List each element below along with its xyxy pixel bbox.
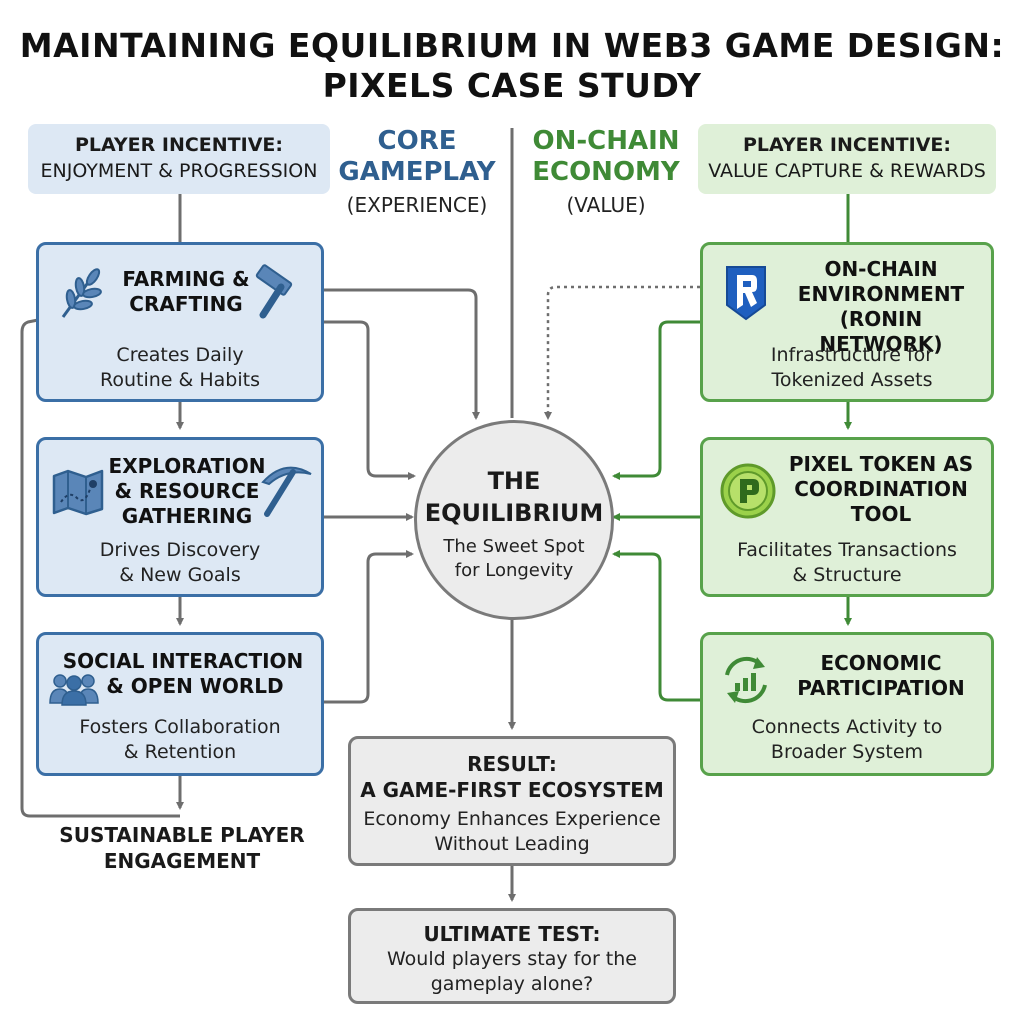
map-icon <box>52 469 104 516</box>
left-feedback-loop <box>20 318 180 818</box>
onchain-economy-line-1: ON-CHAIN <box>532 126 680 156</box>
equilibrium-title-line-1: THE <box>487 467 541 495</box>
left-incentive-line-1: PLAYER INCENTIVE: <box>74 134 283 156</box>
social-title-line-1: SOCIAL INTERACTION <box>62 649 304 673</box>
social-desc: Fosters Collaboration & Retention <box>39 715 321 765</box>
core-gameplay-heading: CORE GAMEPLAY (EXPERIENCE) <box>334 126 500 221</box>
result-box: RESULT: A GAME-FIRST ECOSYSTEM Economy E… <box>348 736 676 866</box>
result-desc-line-1: Economy Enhances Experience <box>363 808 661 830</box>
right-incentive-line-1: PLAYER INCENTIVE: <box>742 134 951 156</box>
result-title-line-1: RESULT: <box>467 752 557 776</box>
pixel-token-title-line-1: PIXEL TOKEN AS <box>788 452 974 476</box>
economic-participation-desc-line-1: Connects Activity to <box>751 716 943 738</box>
equilibrium-sub: The Sweet Spot for Longevity <box>417 535 611 583</box>
equilibrium-title: THE EQUILIBRIUM <box>417 465 611 529</box>
arrow-social-to-center <box>323 550 414 704</box>
arrow-participation-to-center <box>612 550 700 702</box>
economic-participation-title: ECONOMIC PARTICIPATION <box>781 651 981 701</box>
pixel-token-desc-line-1: Facilitates Transactions <box>737 539 957 561</box>
economic-participation-desc: Connects Activity to Broader System <box>703 715 991 765</box>
onchain-environment-title-line-3: (RONIN NETWORK) <box>819 307 943 356</box>
arrow-farming-to-center-1 <box>323 288 480 420</box>
onchain-environment-desc: Infrastructure for Tokenized Assets <box>703 343 991 393</box>
left-incentive-header: PLAYER INCENTIVE: ENJOYMENT & PROGRESSIO… <box>28 124 330 194</box>
social-desc-line-1: Fosters Collaboration <box>79 716 281 738</box>
equilibrium-circle: THE EQUILIBRIUM The Sweet Spot for Longe… <box>414 420 614 620</box>
exploration-title: EXPLORATION & RESOURCE GATHERING <box>107 454 267 529</box>
pixel-coin-icon <box>720 463 776 519</box>
dotted-onchain-to-center <box>544 285 700 420</box>
arrow-farming-to-center-2 <box>323 320 416 480</box>
farming-crafting-desc-line-1: Creates Daily <box>116 344 244 366</box>
ronin-logo-icon <box>726 266 766 321</box>
onchain-environment-desc-line-2: Tokenized Assets <box>771 369 933 391</box>
ultimate-test-title: ULTIMATE TEST: <box>423 922 601 946</box>
social-box: SOCIAL INTERACTION & OPEN WORLD Fosters … <box>36 632 324 776</box>
social-title-line-2: & OPEN WORLD <box>106 674 284 698</box>
pixel-token-desc-line-2: & Structure <box>792 564 902 586</box>
right-incentive-header: PLAYER INCENTIVE: VALUE CAPTURE & REWARD… <box>698 124 996 194</box>
onchain-environment-title-line-2: ENVIRONMENT <box>797 282 965 306</box>
sustainable-engagement-label: SUSTAINABLE PLAYER ENGAGEMENT <box>40 822 324 874</box>
pixel-token-title-line-2: COORDINATION <box>794 477 968 501</box>
farming-crafting-title-line-1: FARMING & <box>122 267 250 291</box>
equilibrium-sub-line-1: The Sweet Spot <box>443 536 585 557</box>
result-title-line-2: A GAME-FIRST ECOSYSTEM <box>360 778 664 802</box>
farming-crafting-box: FARMING & CRAFTING Creates Daily Routine… <box>36 242 324 402</box>
core-gameplay-sub: (EXPERIENCE) <box>346 193 488 217</box>
farming-crafting-desc-line-2: Routine & Habits <box>100 369 260 391</box>
onchain-environment-title: ON-CHAIN ENVIRONMENT (RONIN NETWORK) <box>781 257 981 357</box>
onchain-economy-heading: ON-CHAIN ECONOMY (VALUE) <box>524 126 688 221</box>
exploration-desc: Drives Discovery & New Goals <box>39 538 321 588</box>
arrow-onchain-to-center <box>612 320 700 480</box>
result-desc: Economy Enhances Experience Without Lead… <box>351 807 673 857</box>
core-gameplay-line-1: CORE <box>377 126 457 156</box>
onchain-economy-sub: (VALUE) <box>566 193 646 217</box>
exploration-desc-line-1: Drives Discovery <box>99 539 261 561</box>
ultimate-test-desc-line-1: Would players stay for the <box>386 948 637 970</box>
economic-participation-box: ECONOMIC PARTICIPATION Connects Activity… <box>700 632 994 776</box>
farming-crafting-desc: Creates Daily Routine & Habits <box>39 343 321 393</box>
core-gameplay-line-2: GAMEPLAY <box>338 157 496 187</box>
sustainable-line-1: SUSTAINABLE PLAYER <box>59 823 305 847</box>
farming-crafting-title-line-2: CRAFTING <box>129 292 243 316</box>
pixel-token-title: PIXEL TOKEN AS COORDINATION TOOL <box>781 452 981 527</box>
onchain-economy-line-2: ECONOMY <box>532 157 680 187</box>
pixel-token-box: PIXEL TOKEN AS COORDINATION TOOL Facilit… <box>700 437 994 597</box>
exploration-title-line-1: EXPLORATION <box>108 454 266 478</box>
pickaxe-icon <box>261 466 312 517</box>
sustainable-line-2: ENGAGEMENT <box>103 849 261 873</box>
economic-participation-title-line-1: ECONOMIC <box>820 651 942 675</box>
onchain-environment-box: ON-CHAIN ENVIRONMENT (RONIN NETWORK) Inf… <box>700 242 994 402</box>
ultimate-test-box: ULTIMATE TEST: Would players stay for th… <box>348 908 676 1004</box>
exploration-desc-line-2: & New Goals <box>119 564 241 586</box>
pixel-token-title-line-3: TOOL <box>850 502 912 526</box>
exploration-title-line-2: & RESOURCE <box>114 479 260 503</box>
equilibrium-title-line-2: EQUILIBRIUM <box>424 499 604 527</box>
wheat-icon <box>61 268 102 318</box>
social-desc-line-2: & Retention <box>123 741 237 763</box>
farming-crafting-title: FARMING & CRAFTING <box>111 267 261 317</box>
economic-participation-desc-line-2: Broader System <box>770 741 924 763</box>
exploration-title-line-3: GATHERING <box>121 504 253 528</box>
result-desc-line-2: Without Leading <box>434 833 590 855</box>
equilibrium-sub-line-2: for Longevity <box>454 560 574 581</box>
onchain-environment-title-line-1: ON-CHAIN <box>824 257 938 281</box>
social-title: SOCIAL INTERACTION & OPEN WORLD <box>59 649 307 699</box>
recycle-chart-icon <box>725 656 767 704</box>
page-title-line-1: MAINTAINING EQUILIBRIUM IN WEB3 GAME DES… <box>19 26 1005 65</box>
ultimate-test-desc: Would players stay for the gameplay alon… <box>351 947 673 997</box>
people-icon <box>49 674 99 706</box>
exploration-box: EXPLORATION & RESOURCE GATHERING Drives … <box>36 437 324 597</box>
pixel-token-desc: Facilitates Transactions & Structure <box>703 538 991 588</box>
left-incentive-line-2: ENJOYMENT & PROGRESSION <box>40 160 318 182</box>
onchain-environment-desc-line-1: Infrastructure for <box>770 344 934 366</box>
right-incentive-line-2: VALUE CAPTURE & REWARDS <box>708 160 986 182</box>
result-title: RESULT: A GAME-FIRST ECOSYSTEM <box>351 751 673 803</box>
hammer-icon <box>255 264 293 319</box>
economic-participation-title-line-2: PARTICIPATION <box>797 676 965 700</box>
ultimate-test-desc-line-2: gameplay alone? <box>430 973 594 995</box>
page-title-line-2: PIXELS CASE STUDY <box>322 66 702 105</box>
